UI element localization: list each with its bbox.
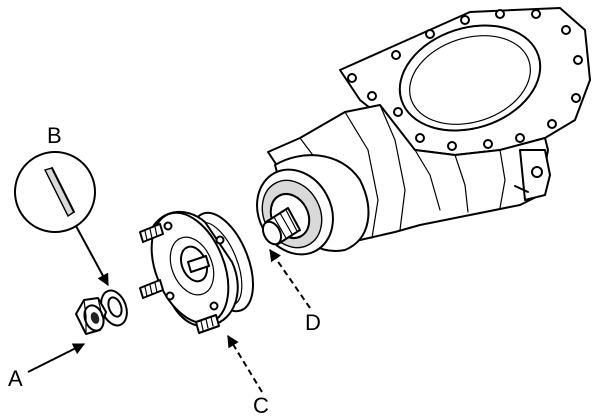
callout-label-d: D — [305, 310, 321, 335]
leader-lines — [27, 249, 311, 393]
leader-d — [269, 249, 311, 309]
flange-bolt-holes — [347, 9, 583, 151]
detail-b-pointer-arrow — [75, 225, 109, 287]
leader-c — [227, 334, 263, 393]
flange-studs — [139, 223, 220, 334]
leader-a — [27, 343, 86, 373]
callout-label-c: C — [253, 393, 269, 418]
output-shaft — [261, 207, 301, 246]
locknut — [75, 297, 107, 335]
transfer-case-housing — [256, 7, 591, 256]
callout-label-b: B — [47, 123, 62, 148]
callout-label-a: A — [8, 366, 23, 391]
detail-b-callout — [14, 151, 109, 287]
companion-flange — [139, 210, 239, 334]
